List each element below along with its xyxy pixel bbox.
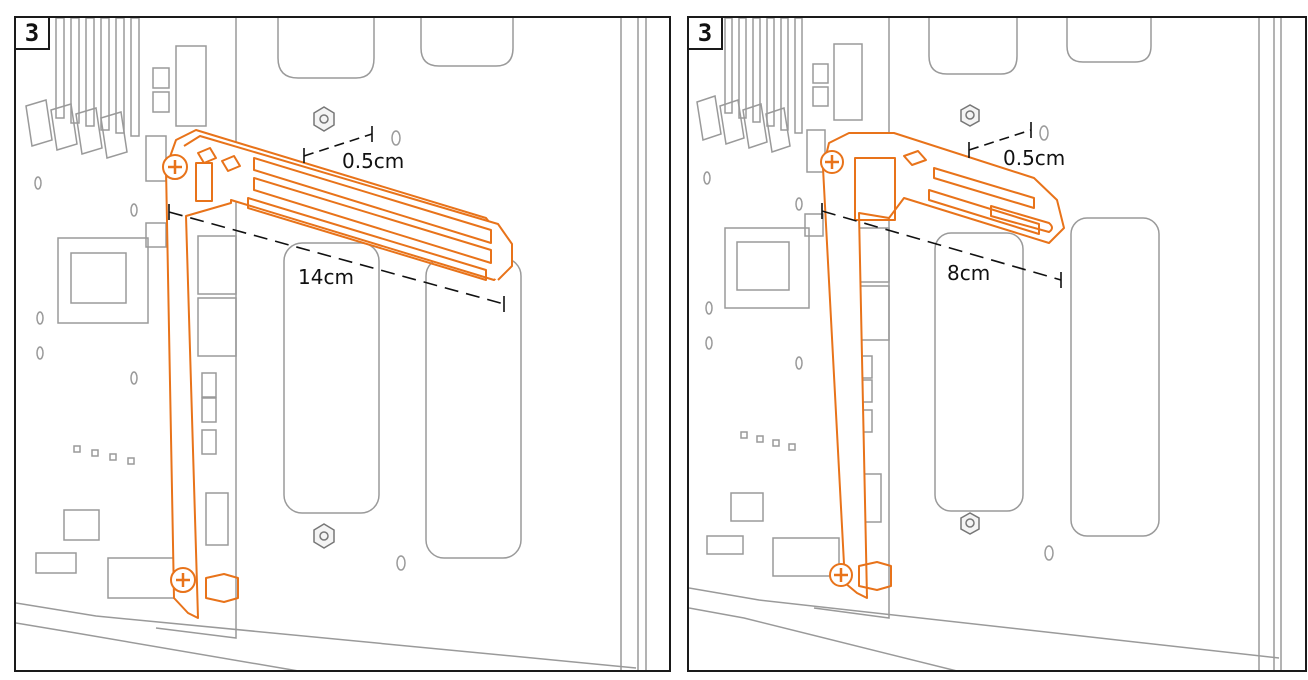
screw-icon [162,154,188,180]
step-number-badge: 3 [689,18,723,50]
dimension-label-length: 8cm [947,261,990,285]
dimension-offset [968,122,1032,158]
step-panel-left: 3 [14,16,671,672]
step-panel-right: 3 [687,16,1307,672]
standoff-icon [313,106,335,132]
dimension-length [821,203,1062,288]
standoff-icon [313,523,335,549]
gpu-support-bracket-long [165,129,513,619]
dimension-label-length: 14cm [298,265,354,289]
dimension-length [168,204,505,312]
screw-icon [829,563,853,587]
step-number-badge: 3 [16,18,50,50]
screw-icon [820,150,844,174]
installation-diagram-short-bracket: 0.5cm 8cm [689,18,1282,670]
dimension-label-offset: 0.5cm [1003,146,1065,170]
dimension-label-offset: 0.5cm [342,149,404,173]
gpu-support-bracket-short [822,132,1065,599]
screw-icon [170,567,196,593]
dimension-offset [303,126,373,163]
standoff-icon [960,104,980,127]
standoff-icon [960,512,980,535]
installation-diagram-long-bracket: 0.5cm 14cm [16,18,647,670]
